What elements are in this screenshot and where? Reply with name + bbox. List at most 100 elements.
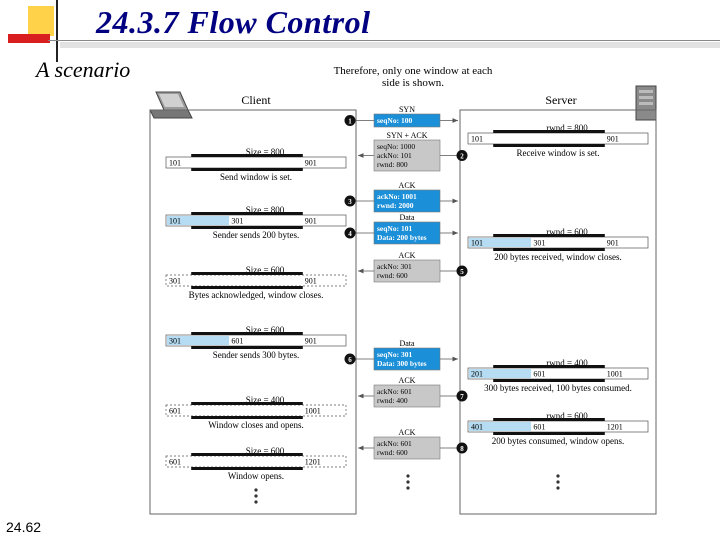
segment-label: SYN + ACK [387, 131, 428, 140]
window-left-byte: 301 [169, 337, 181, 346]
window-right-byte: 901 [305, 159, 317, 168]
segment-field: ackNo: 101 [377, 151, 412, 160]
segment-label: ACK [399, 428, 416, 437]
window-left-byte: 201 [471, 370, 483, 379]
window-right-byte: 901 [607, 135, 619, 144]
segment-field: ackNo: 1001 [377, 192, 417, 201]
window-right-byte: 901 [305, 277, 317, 286]
window-bottom-edge [493, 432, 605, 435]
window-mid-byte: 601 [533, 370, 545, 379]
window-left-byte: 301 [169, 277, 181, 286]
window-top-edge [493, 130, 605, 133]
segment-field: rwnd: 2000 [377, 201, 414, 210]
window-top-edge [493, 234, 605, 237]
window-left-byte: 101 [471, 239, 483, 248]
window-size-label: Size = 800 [246, 147, 285, 157]
server-icon [635, 85, 657, 121]
slide-subtitle: A scenario [36, 57, 131, 82]
window-caption: Window opens. [228, 471, 284, 481]
segment-box [373, 436, 441, 460]
window-caption: 200 bytes received, window closes. [494, 252, 621, 262]
window-caption: Bytes acknowledged, window closes. [189, 290, 324, 300]
window-left-byte: 101 [169, 217, 181, 226]
segment-box [373, 113, 441, 128]
window-caption: Receive window is set. [517, 148, 600, 158]
segment-label: ACK [399, 376, 416, 385]
step-badge [456, 265, 468, 277]
segment-field: Data: 300 bytes [377, 359, 427, 368]
window-right-byte: 901 [305, 217, 317, 226]
window-top-edge [191, 453, 303, 456]
window-caption: Sender sends 300 bytes. [213, 350, 300, 360]
window-left-byte: 601 [169, 407, 181, 416]
window-top-edge [191, 272, 303, 275]
window-right-byte: 1001 [305, 407, 321, 416]
window-right-byte: 1201 [305, 458, 321, 467]
window-bottom-edge [191, 467, 303, 470]
window-mid-byte: 601 [533, 423, 545, 432]
segment-field: seqNo: 100 [377, 116, 412, 125]
step-badge [344, 115, 356, 126]
window-top-edge [191, 212, 303, 215]
step-badge [456, 150, 468, 161]
window-top-edge [493, 418, 605, 421]
segment-label: ACK [399, 251, 416, 260]
window-caption: Window closes and opens. [208, 420, 304, 430]
accent-red-bar [8, 34, 50, 43]
segment-box [373, 139, 441, 172]
window-right-byte: 1001 [607, 370, 623, 379]
window-mid-byte: 301 [231, 217, 243, 226]
window-bottom-edge [191, 168, 303, 171]
step-number: 5 [460, 268, 464, 276]
window-mid-byte: 301 [533, 239, 545, 248]
accent-horizontal-line [48, 40, 720, 41]
accent-gray-bar [60, 42, 720, 48]
note-line-1: Therefore, only one window at each [334, 65, 493, 77]
window-size-label: rwnd = 400 [546, 358, 588, 368]
step-badge [344, 353, 356, 365]
segment-box [373, 189, 441, 213]
window-top-edge [191, 332, 303, 335]
continuation-dots [254, 474, 560, 504]
window-top-edge [191, 402, 303, 405]
step-number: 6 [348, 356, 352, 364]
window-left-byte: 401 [471, 423, 483, 432]
segment-field: ackNo: 601 [377, 439, 412, 448]
window-size-label: Size = 400 [246, 395, 285, 405]
note-line-2: side is shown. [382, 77, 444, 89]
sent-bytes-region [469, 422, 532, 431]
segment-field: rwnd: 800 [377, 160, 408, 169]
flow-control-diagram: Therefore, only one window at each side … [149, 65, 657, 515]
window-caption: Sender sends 200 bytes. [213, 230, 300, 240]
segment-field: ackNo: 301 [377, 262, 412, 271]
step-number: 7 [460, 393, 464, 401]
window-bottom-edge [191, 226, 303, 229]
window-bottom-edge [191, 416, 303, 419]
window-left-byte: 601 [169, 458, 181, 467]
sent-bytes-region [469, 369, 532, 378]
server-frame [459, 109, 657, 515]
byte-stream-bar [165, 274, 347, 287]
window-right-byte: 901 [305, 337, 317, 346]
window-left-byte: 101 [169, 159, 181, 168]
segment-field: seqNo: 301 [377, 350, 412, 359]
segment-label: ACK [399, 181, 416, 190]
segment-box [373, 347, 441, 371]
step-badge [456, 390, 468, 402]
segment-label: SYN [399, 105, 415, 114]
step-badge [344, 227, 356, 239]
